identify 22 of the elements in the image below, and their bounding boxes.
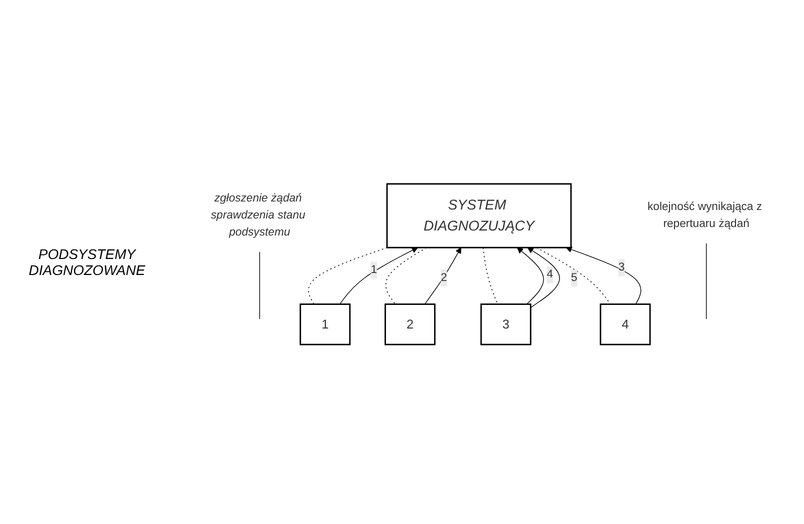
arrow — [516, 247, 544, 304]
arrow — [339, 247, 418, 304]
edge-label: 5 — [571, 272, 578, 284]
node-box: 2 — [384, 303, 436, 346]
group-caption: PODSYSTEMY DIAGNOZOWANE — [28, 246, 146, 278]
node-box: SYSTEM DIAGNOZUJĄCY — [386, 183, 572, 248]
node-box: 3 — [480, 303, 532, 346]
edge-label: 1 — [370, 264, 378, 276]
node-box: 4 — [600, 303, 651, 346]
connector — [259, 251, 260, 320]
node-text: kolejność wynikająca z repertuaru żądań — [647, 200, 762, 230]
edge-label: 4 — [546, 268, 554, 280]
connector — [706, 242, 707, 320]
edge-label: 3 — [618, 261, 625, 274]
arrow — [566, 246, 642, 304]
edge-label: 2 — [440, 272, 447, 284]
arrow — [424, 247, 462, 304]
arrow — [527, 247, 560, 308]
node-text: zgłoszenie żądań sprawdzenia stanu podsystemu — [210, 192, 306, 238]
connector — [308, 247, 388, 304]
connector — [482, 247, 498, 304]
node-box: 1 — [300, 303, 351, 346]
